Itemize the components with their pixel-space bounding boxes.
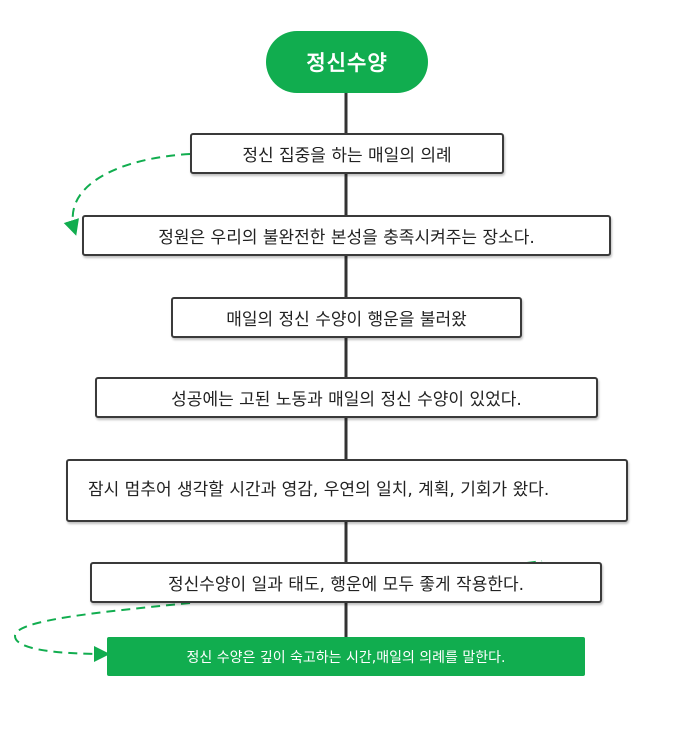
step-box-1: 정신 집중을 하는 매일의 의례 [190, 133, 504, 174]
step-label-5: 잠시 멈추어 생각할 시간과 영감, 우연의 일치, 계획, 기회가 왔다. [88, 480, 550, 500]
dashed-arrow-bottom [13, 602, 191, 662]
step-label-1: 정신 집중을 하는 매일의 의례 [242, 146, 452, 166]
step-box-5: 잠시 멈추어 생각할 시간과 영감, 우연의 일치, 계획, 기회가 왔다. [66, 459, 628, 522]
step-box-6: 정신수양이 일과 태도, 행운에 모두 좋게 작용한다. [90, 562, 602, 603]
definition-note-label: 정신 수양은 깊이 숙고하는 시간,매일의 의례를 말한다. [186, 649, 506, 666]
dashed-arrow-top [63, 153, 191, 236]
start-node-label: 정신수양 [306, 51, 388, 75]
step-label-6: 정신수양이 일과 태도, 행운에 모두 좋게 작용한다. [167, 575, 525, 595]
definition-note: 정신 수양은 깊이 숙고하는 시간,매일의 의례를 말한다. [107, 637, 585, 676]
step-box-2: 정원은 우리의 불완전한 본성을 충족시켜주는 장소다. [82, 215, 611, 256]
step-box-3: 매일의 정신 수양이 행운을 불러왔 [171, 297, 522, 338]
start-node: 정신수양 [266, 31, 428, 93]
step-label-2: 정원은 우리의 불완전한 본성을 충족시켜주는 장소다. [158, 228, 535, 248]
step-label-3: 매일의 정신 수양이 행운을 불러왔 [226, 310, 467, 330]
step-box-4: 성공에는 고된 노동과 매일의 정신 수양이 있었다. [95, 377, 598, 418]
step-label-4: 성공에는 고된 노동과 매일의 정신 수양이 있었다. [171, 390, 522, 410]
